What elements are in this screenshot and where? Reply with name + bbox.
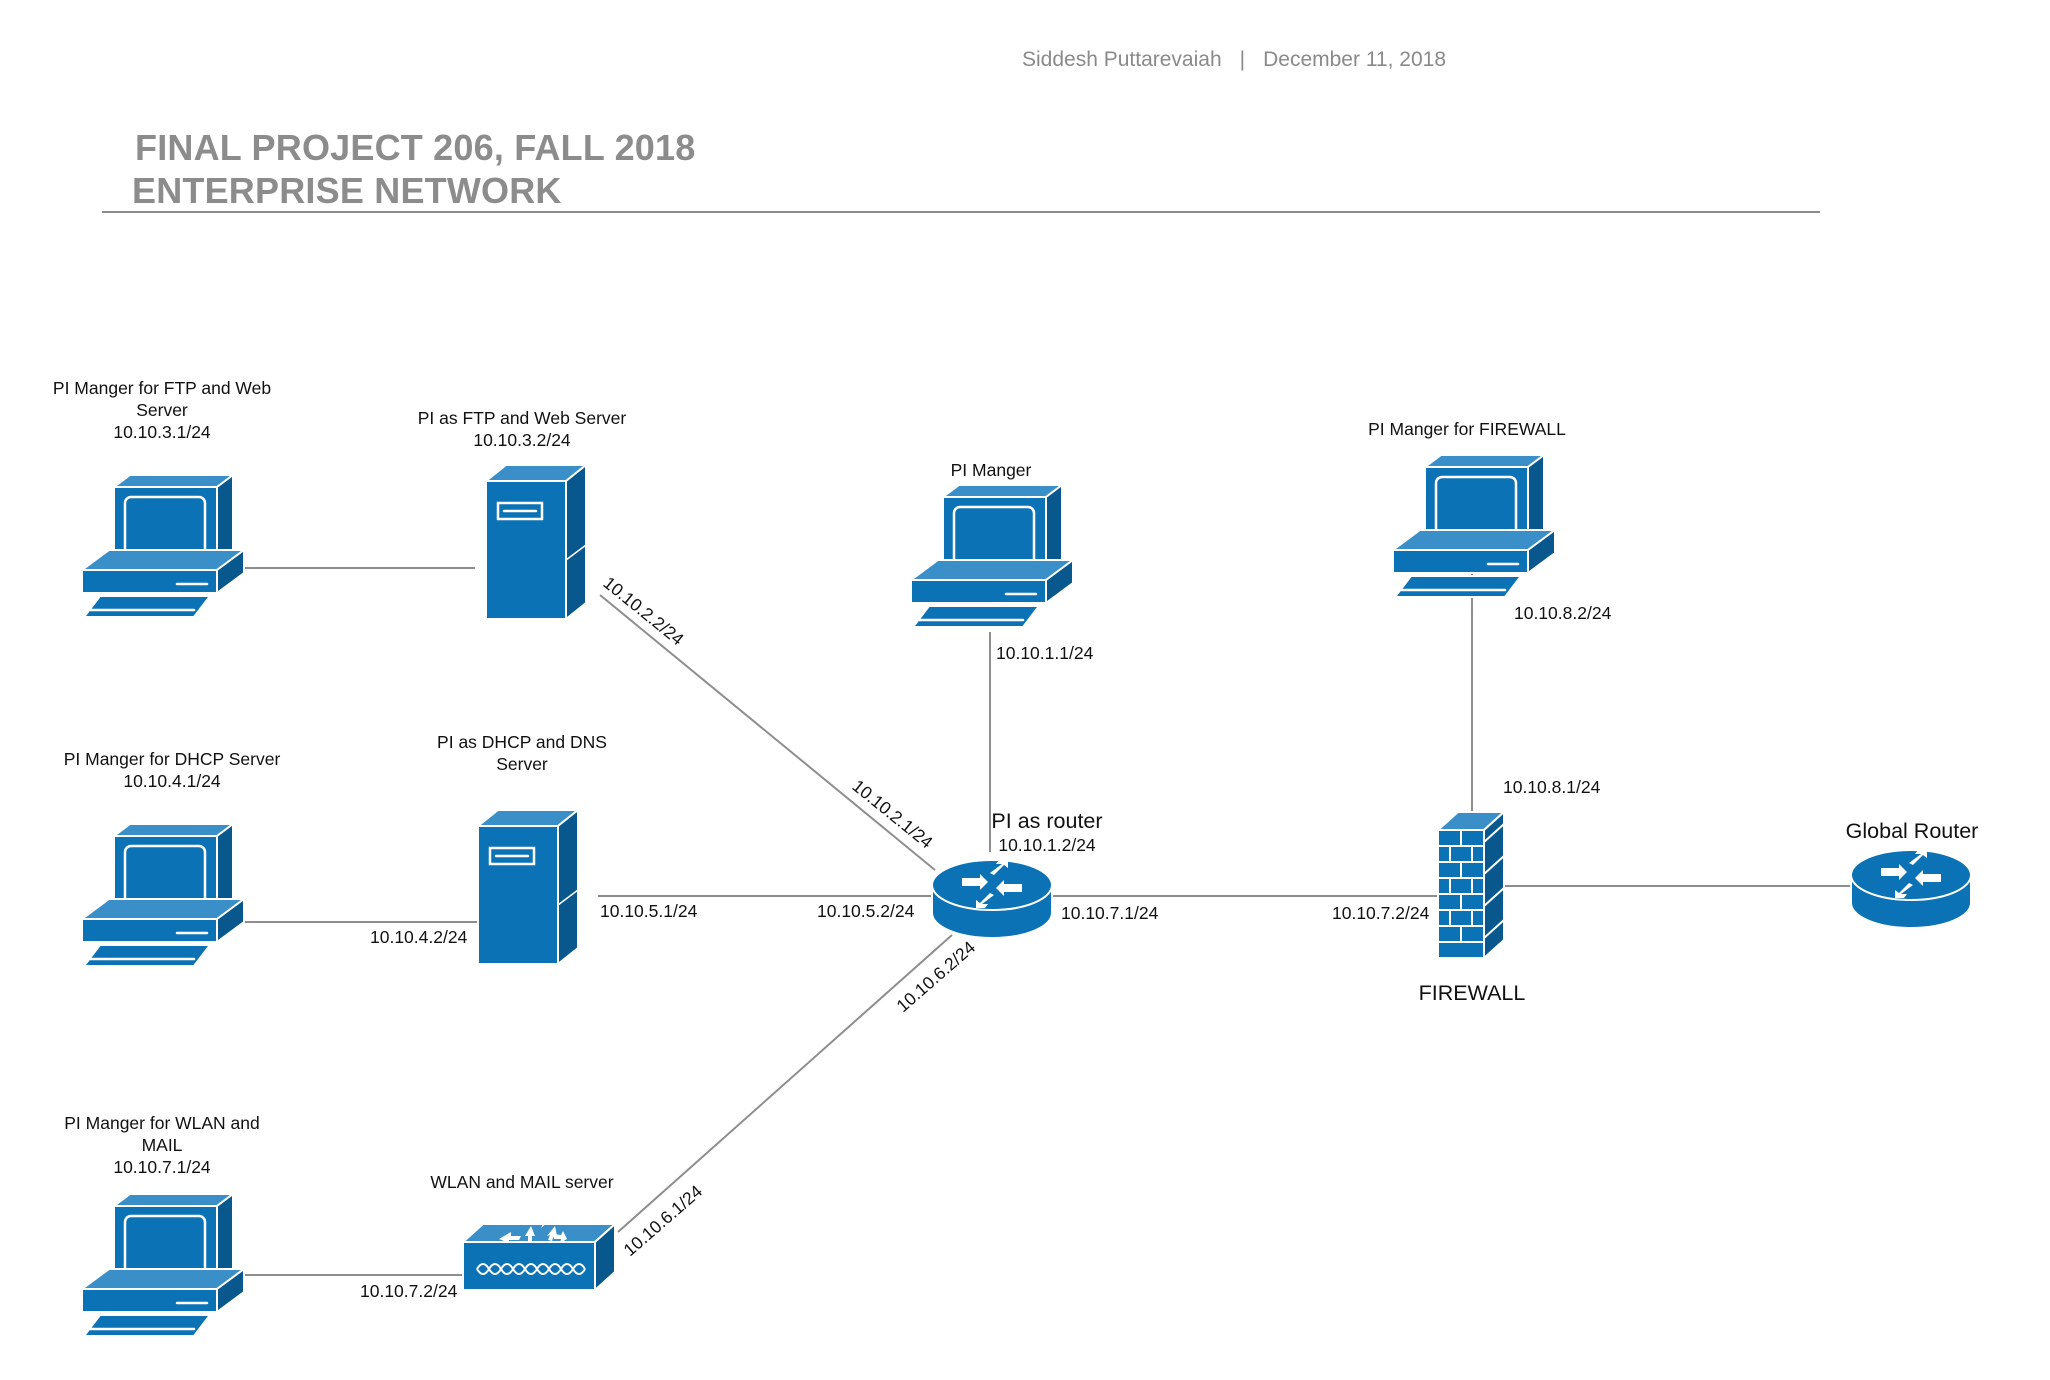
pi-manager-label: PI Manger [951, 460, 1032, 480]
firewall-manager-label: PI Manger for FIREWALL [1368, 419, 1566, 439]
ip-label-10-10-7-2: 10.10.7.2/24 [1332, 903, 1430, 923]
header-meta: Siddesh Puttarevaiah | December 11, 2018 [1022, 48, 1446, 72]
dhcp-server-label-1: PI as DHCP and DNS [437, 732, 607, 752]
ip-label-10-10-7-1: 10.10.7.1/24 [1061, 903, 1159, 923]
ip-label-10-10-2-1: 10.10.2.1/24 [848, 776, 936, 853]
ip-label-10-10-2-2: 10.10.2.2/24 [599, 573, 687, 650]
wlan-manager-label-2: MAIL [142, 1135, 183, 1155]
firewall-label: FIREWALL [1419, 981, 1526, 1005]
link-ftp-router [599, 594, 936, 871]
workstation-icon[interactable] [80, 473, 246, 619]
links [244, 546, 1850, 1276]
firewall-icon[interactable] [1437, 811, 1505, 959]
title-line-1: FINAL PROJECT 206, FALL 2018 [135, 127, 696, 168]
ip-label-10-10-5-1: 10.10.5.1/24 [600, 901, 698, 921]
workstation-icon[interactable] [1391, 453, 1557, 599]
page-title: FINAL PROJECT 206, FALL 2018 ENTERPRISE … [132, 126, 696, 212]
ip-label-10-10-7-2-wlan: 10.10.7.2/24 [360, 1281, 458, 1301]
link-wlan-router [617, 934, 953, 1233]
server-tower-icon[interactable] [476, 808, 580, 966]
server-tower-icon[interactable] [484, 463, 588, 621]
document-date: December 11, 2018 [1263, 48, 1446, 71]
global-router-label: Global Router [1846, 819, 1979, 843]
title-line-2: ENTERPRISE NETWORK [132, 170, 562, 211]
header-divider [102, 211, 1820, 213]
wlan-manager-label-1: PI Manger for WLAN and [64, 1113, 260, 1133]
ip-label-10-10-8-2: 10.10.8.2/24 [1514, 603, 1612, 623]
author-name: Siddesh Puttarevaiah [1022, 48, 1222, 71]
wireless-appliance-icon[interactable] [462, 1207, 616, 1291]
wlan-server-label: WLAN and MAIL server [430, 1172, 613, 1192]
header-separator: | [1239, 48, 1246, 71]
ftp-server-label-2: 10.10.3.2/24 [473, 430, 571, 450]
ftp-manager-label-1: PI Manger for FTP and Web [53, 378, 271, 398]
wlan-manager-label-3: 10.10.7.1/24 [113, 1157, 211, 1177]
router-icon[interactable] [931, 859, 1053, 939]
ftp-server-label-1: PI as FTP and Web Server [418, 408, 627, 428]
dhcp-manager-label-2: 10.10.4.1/24 [123, 771, 221, 791]
ftp-manager-label-3: 10.10.3.1/24 [113, 422, 211, 442]
router-label-2: 10.10.1.2/24 [998, 835, 1096, 855]
router-icon[interactable] [1850, 849, 1972, 929]
ip-label-10-10-1-1: 10.10.1.1/24 [996, 643, 1094, 663]
workstation-icon[interactable] [80, 822, 246, 968]
ftp-manager-label-2: Server [136, 400, 188, 420]
node-labels: PI Manger for FTP and Web Server 10.10.3… [53, 378, 1978, 1192]
ip-label-10-10-8-1: 10.10.8.1/24 [1503, 777, 1601, 797]
ip-label-10-10-5-2: 10.10.5.2/24 [817, 901, 915, 921]
router-label-1: PI as router [991, 809, 1102, 833]
workstation-icon[interactable] [909, 483, 1075, 629]
dhcp-server-label-2: Server [496, 754, 548, 774]
ip-label-10-10-4-2: 10.10.4.2/24 [370, 927, 468, 947]
workstation-icon[interactable] [80, 1192, 246, 1338]
dhcp-manager-label-1: PI Manger for DHCP Server [64, 749, 281, 769]
